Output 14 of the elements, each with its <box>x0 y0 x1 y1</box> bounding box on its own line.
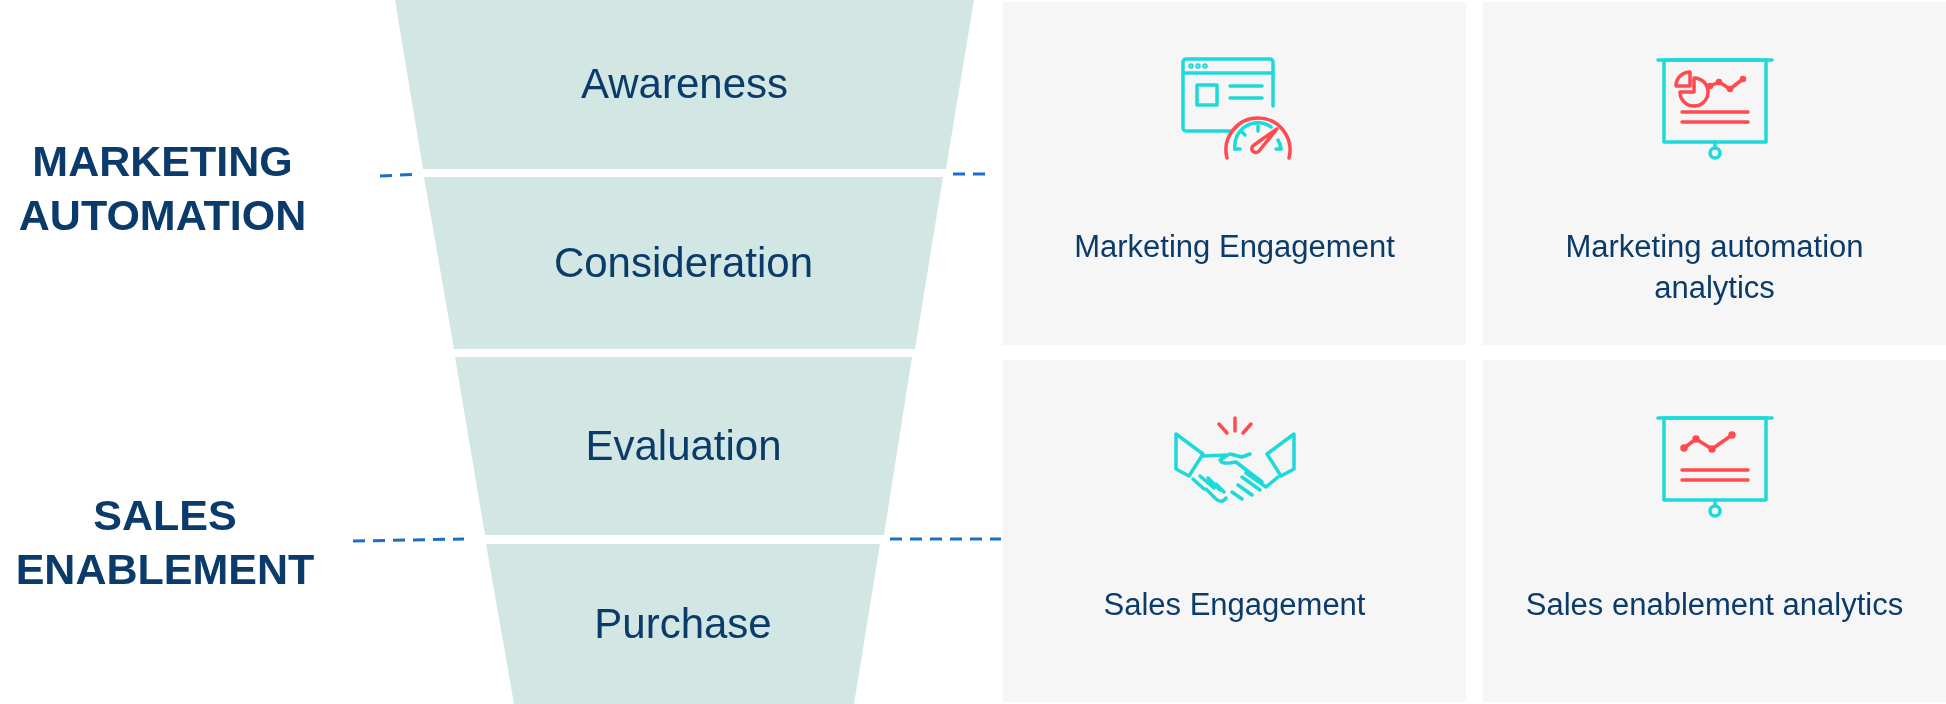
card-title: Sales enablement analytics <box>1525 586 1904 624</box>
feature-card <box>1003 2 1466 345</box>
section-label: SALES ENABLEMENT <box>14 490 316 595</box>
card-title: Sales Engagement <box>1103 586 1366 624</box>
feature-card <box>1483 360 1946 702</box>
stage-label: Awareness <box>581 59 788 110</box>
feature-card <box>1483 2 1946 345</box>
stage-label: Purchase <box>594 598 772 649</box>
stage-label: Consideration <box>553 237 814 288</box>
card-title: Marketing automation analytics <box>1564 228 1865 307</box>
stage-label: Evaluation <box>585 420 782 471</box>
card-title: Marketing Engagement <box>1074 228 1395 266</box>
feature-card <box>1003 360 1466 702</box>
section-label: MARKETING AUTOMATION <box>17 136 308 241</box>
